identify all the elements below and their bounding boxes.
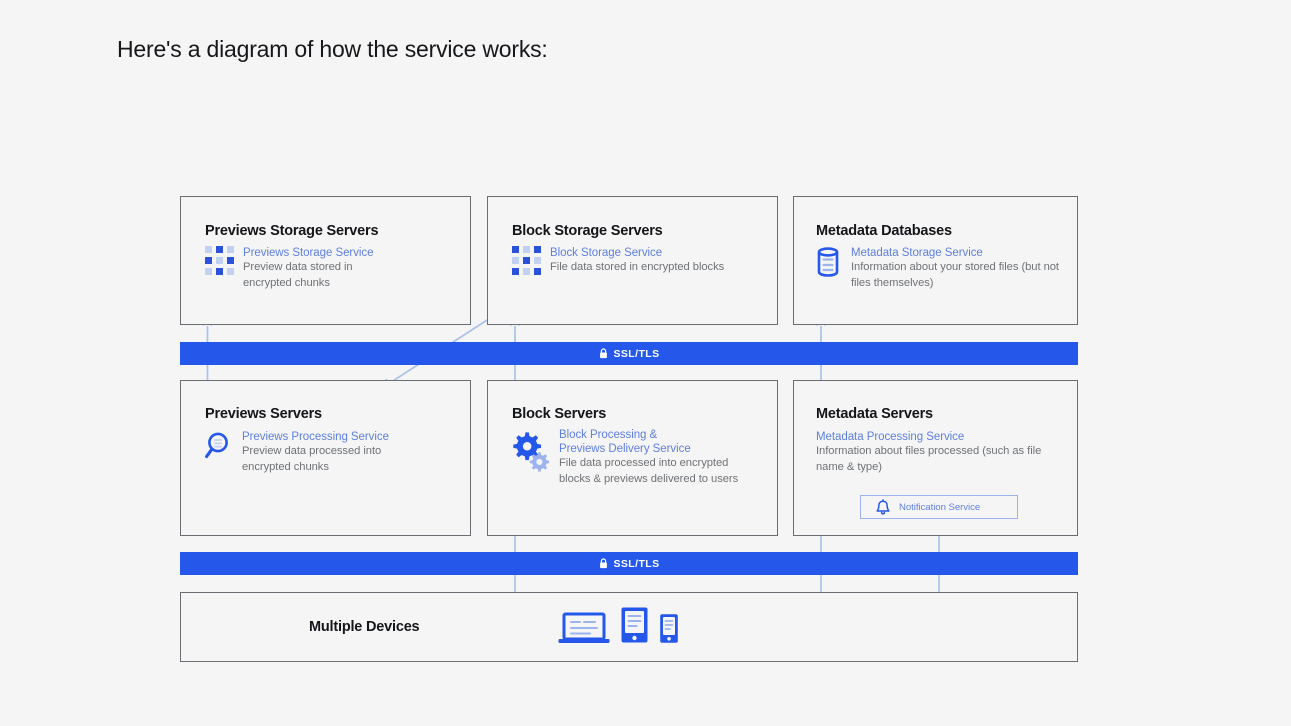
block-storage-service-name: Block Storage Service	[550, 247, 663, 259]
devices-icon-group	[558, 606, 679, 644]
ssl-tls-label-top: SSL/TLS	[613, 347, 660, 360]
magnifier-icon	[205, 431, 232, 461]
block-storage-servers-box: Block Storage Servers Block Storage Serv…	[487, 196, 778, 325]
block-processing-service-name: Block Processing & Previews Delivery Ser…	[559, 429, 691, 455]
block-storage-service-desc: File data stored in encrypted blocks	[550, 261, 725, 273]
phone-icon	[659, 613, 679, 644]
metadata-servers-title: Metadata Servers	[816, 406, 933, 422]
previews-storage-servers-box: Previews Storage Servers Previews Storag…	[180, 196, 471, 325]
previews-servers-box: Previews Servers Previews Processing Ser…	[180, 380, 471, 536]
ssl-tls-bar-bottom: SSL/TLS	[180, 552, 1078, 575]
metadata-storage-service-name: Metadata Storage Service	[851, 247, 983, 259]
previews-processing-service-desc: Preview data processed into encrypted ch…	[242, 445, 382, 473]
previews-storage-service-name: Previews Storage Service	[243, 247, 374, 259]
lock-icon	[599, 558, 608, 569]
block-storage-servers-title: Block Storage Servers	[512, 223, 663, 239]
previews-storage-service-desc: Preview data stored in encrypted chunks	[243, 261, 353, 289]
service-architecture-diagram: Previews Storage Servers Previews Storag…	[180, 196, 1078, 662]
block-processing-service-desc: File data processed into encrypted block…	[559, 457, 739, 485]
ssl-tls-label-bottom: SSL/TLS	[613, 557, 660, 570]
metadata-databases-title: Metadata Databases	[816, 223, 952, 239]
laptop-icon	[558, 612, 610, 644]
lock-icon	[599, 348, 608, 359]
metadata-processing-service-desc: Information about files processed (such …	[816, 445, 1042, 473]
previews-processing-service-name: Previews Processing Service	[242, 431, 389, 443]
page-intro-text: Here's a diagram of how the service work…	[117, 36, 548, 62]
dot-grid-icon	[205, 246, 234, 275]
block-servers-box: Block Servers Block Processing & Preview…	[487, 380, 778, 536]
notification-service-label: Notification Service	[899, 501, 981, 513]
notification-service-pill[interactable]: Notification Service	[860, 495, 1018, 519]
gears-icon	[512, 430, 550, 472]
database-icon	[816, 247, 840, 277]
metadata-processing-service-name: Metadata Processing Service	[816, 431, 965, 443]
multiple-devices-title: Multiple Devices	[309, 619, 420, 635]
metadata-storage-service-desc: Information about your stored files (but…	[851, 261, 1059, 289]
bell-icon	[875, 498, 891, 516]
dot-grid-icon	[512, 246, 541, 275]
block-servers-title: Block Servers	[512, 406, 607, 422]
tablet-icon	[620, 606, 649, 644]
ssl-tls-bar-top: SSL/TLS	[180, 342, 1078, 365]
previews-servers-title: Previews Servers	[205, 406, 322, 422]
previews-storage-servers-title: Previews Storage Servers	[205, 223, 379, 239]
metadata-databases-box: Metadata Databases Metadata Storage Serv…	[793, 196, 1078, 325]
